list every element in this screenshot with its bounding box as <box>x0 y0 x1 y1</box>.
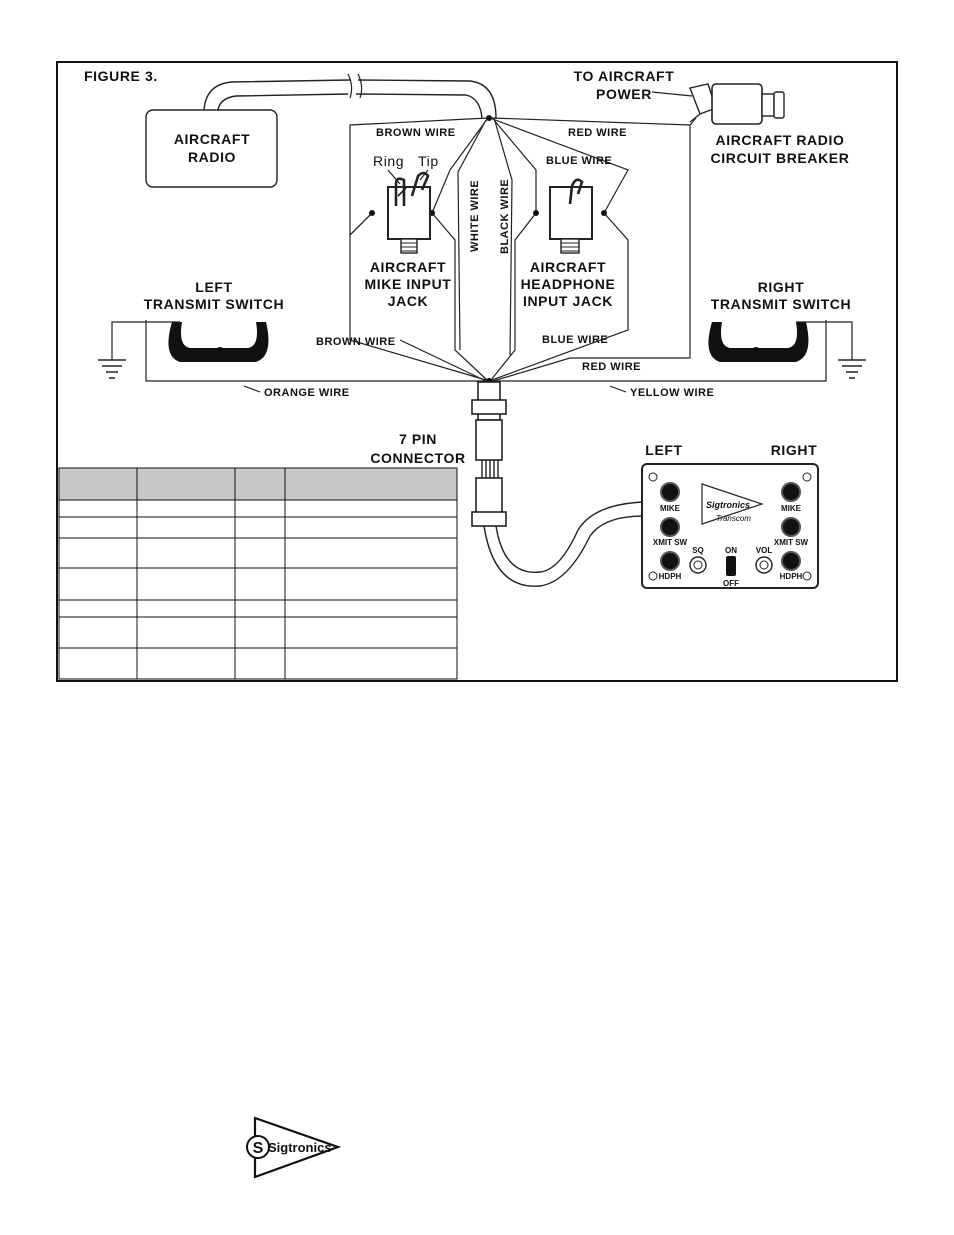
intercom-panel <box>641 463 819 589</box>
connector-label-1: 7 PIN <box>399 431 437 447</box>
panel-left-label: LEFT <box>645 442 682 458</box>
intercom-cable <box>483 501 645 587</box>
panel-on-label: ON <box>725 546 737 555</box>
right-switch-label-2: TRANSMIT SWITCH <box>711 296 851 312</box>
wire-harness <box>145 115 827 384</box>
figure-title: FIGURE 3. <box>84 68 158 84</box>
wire-label-brown-bottom: BROWN WIRE <box>316 336 396 348</box>
left-switch-label-1: LEFT <box>195 279 232 295</box>
ring-label: Ring <box>373 153 404 169</box>
panel-brand: Sigtronics <box>706 500 750 510</box>
wire-label-red-top: RED WIRE <box>568 127 627 139</box>
wire-label-white: WHITE WIRE <box>469 180 481 252</box>
right-switch-label-1: RIGHT <box>758 279 805 295</box>
panel-xmit-left: XMIT SW <box>653 538 688 547</box>
wire-label-yellow: YELLOW WIRE <box>630 387 714 399</box>
panel-hdph-left: HDPH <box>659 572 682 581</box>
seven-pin-connector-icon <box>471 381 507 527</box>
logo-initial: S <box>253 1140 264 1157</box>
mike-jack-icon <box>387 171 431 254</box>
breaker-label-2: CIRCUIT BREAKER <box>711 150 850 166</box>
headphone-jack-icon <box>549 178 593 254</box>
wire-label-orange: ORANGE WIRE <box>264 387 350 399</box>
mike-jack-label-1: AIRCRAFT <box>370 259 446 275</box>
wire-label-blue-top: BLUE WIRE <box>546 155 612 167</box>
to-power-label-1: TO AIRCRAFT <box>574 68 675 84</box>
panel-mike-left: MIKE <box>660 504 681 513</box>
wire-label-red-bottom: RED WIRE <box>582 361 641 373</box>
panel-hdph-right: HDPH <box>780 572 803 581</box>
panel-sq-label: SQ <box>692 546 704 555</box>
breaker-label-1: AIRCRAFT RADIO <box>716 132 845 148</box>
left-switch-label-2: TRANSMIT SWITCH <box>144 296 284 312</box>
headphone-jack-label-2: HEADPHONE <box>521 276 616 292</box>
to-power-label-2: POWER <box>596 86 652 102</box>
sigtronics-logo: S Sigtronics <box>246 1116 342 1179</box>
panel-mike-right: MIKE <box>781 504 802 513</box>
panel-model: Transcom <box>716 514 751 523</box>
mike-jack-label-3: JACK <box>388 293 429 309</box>
wire-label-brown-top: BROWN WIRE <box>376 127 456 139</box>
aircraft-radio-label-2: RADIO <box>188 149 236 165</box>
tip-label: Tip <box>418 153 439 169</box>
headphone-jack-label-1: AIRCRAFT <box>530 259 606 275</box>
panel-xmit-right: XMIT SW <box>774 538 809 547</box>
panel-off-label: OFF <box>723 579 739 588</box>
mike-jack-label-2: MIKE INPUT <box>365 276 452 292</box>
logo-text: Sigtronics <box>268 1140 332 1155</box>
wire-label-black: BLACK WIRE <box>499 179 511 254</box>
wiring-table <box>58 467 458 680</box>
circuit-breaker-icon <box>651 83 785 125</box>
panel-vol-label: VOL <box>756 546 773 555</box>
table-header <box>59 468 457 500</box>
connector-label-2: CONNECTOR <box>370 450 465 466</box>
panel-right-label: RIGHT <box>771 442 818 458</box>
aircraft-radio-box <box>145 109 278 188</box>
radio-cable <box>203 73 497 119</box>
right-yoke-icon <box>708 321 866 379</box>
left-yoke-icon <box>98 321 269 379</box>
headphone-jack-label-3: INPUT JACK <box>523 293 613 309</box>
aircraft-radio-label-1: AIRCRAFT <box>174 131 250 147</box>
wire-label-blue-bottom: BLUE WIRE <box>542 334 608 346</box>
